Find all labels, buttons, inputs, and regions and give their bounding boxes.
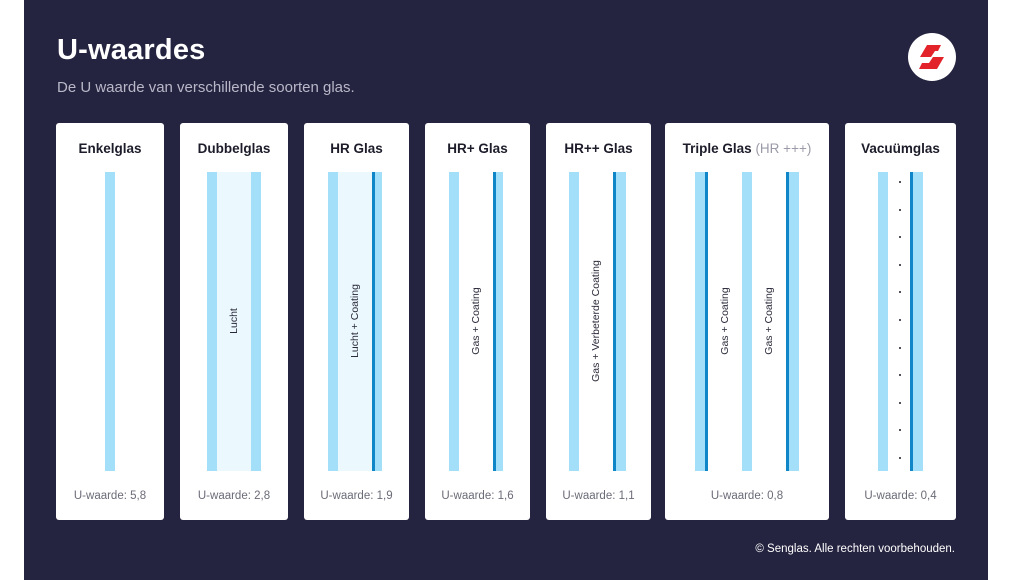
card-hr-plus-plus-glas: HR++ Glas Gas + Verbeterde Coating U-waa…	[546, 123, 651, 520]
coating-layer	[910, 172, 913, 471]
vacuum-spacer-dot	[899, 374, 901, 377]
card-title: HR Glas	[330, 141, 383, 156]
card-title: HR++ Glas	[564, 141, 633, 156]
u-value: U-waarde: 2,8	[197, 490, 271, 502]
card-title: Triple Glas (HR +++)	[665, 141, 829, 156]
vacuum-spacer-dot	[899, 208, 901, 211]
glass-pane	[251, 172, 261, 471]
glass-pane	[207, 172, 217, 471]
u-value: U-waarde: 5,8	[73, 490, 147, 502]
coating-layer	[705, 172, 708, 471]
card-title: Dubbelglas	[197, 141, 271, 156]
u-value: U-waarde: 1,9	[320, 490, 393, 502]
vacuum-spacer-dot	[899, 319, 901, 321]
vacuum-spacer-dot	[899, 291, 901, 294]
vacuum-spacer-dot	[899, 429, 901, 432]
card-title-main: Triple Glas	[682, 141, 752, 156]
card-title: HR+ Glas	[447, 141, 508, 156]
footer-copyright: © Senglas. Alle rechten voorbehouden.	[755, 543, 955, 555]
vacuum-spacer-dot	[899, 346, 901, 349]
cavity-label: Gas + Coating	[719, 287, 731, 355]
vacuum-spacer-dot	[899, 457, 901, 459]
page-subtitle: De U waarde van verschillende soorten gl…	[57, 79, 355, 96]
card-dubbelglas: Dubbelglas Lucht U-waarde: 2,8	[180, 123, 288, 520]
cavity	[337, 172, 373, 471]
senglas-s-logo-icon	[908, 33, 956, 81]
cavity	[216, 172, 252, 471]
vacuum-spacer-dot	[899, 401, 901, 404]
glass-pane	[105, 172, 115, 471]
cavity-label: Gas + Coating	[470, 287, 482, 355]
coating-layer	[493, 172, 496, 471]
glass-pane	[449, 172, 459, 471]
glass-pane	[613, 172, 626, 471]
u-value: U-waarde: 1,6	[441, 490, 514, 502]
glass-pane	[372, 172, 382, 471]
coating-layer	[613, 172, 616, 471]
card-hr-glas: HR Glas Lucht + Coating U-waarde: 1,9	[304, 123, 409, 520]
glass-pane	[786, 172, 799, 471]
u-value: U-waarde: 0,8	[710, 490, 784, 502]
card-vacuumglas: Vacuümglas U-waarde: 0,4	[845, 123, 956, 520]
coating-layer	[372, 172, 375, 471]
glass-pane	[742, 172, 752, 471]
glass-pane	[878, 172, 888, 471]
glass-pane	[910, 172, 923, 471]
card-hr-plus-glas: HR+ Glas Gas + Coating U-waarde: 1,6	[425, 123, 530, 520]
vacuum-spacer-dot	[899, 263, 901, 266]
glass-pane	[328, 172, 338, 471]
cavity-label: Gas + Coating	[763, 287, 775, 355]
u-value: U-waarde: 1,1	[562, 490, 635, 502]
card-triple-glas: Triple Glas (HR +++) Gas + Coating Gas +…	[665, 123, 829, 520]
card-enkelglas: Enkelglas U-waarde: 5,8	[56, 123, 164, 520]
card-title: Vacuümglas	[861, 141, 940, 156]
infographic-panel: U-waardes De U waarde van verschillende …	[24, 0, 988, 580]
glass-pane	[493, 172, 503, 471]
card-title-suffix: (HR +++)	[755, 141, 812, 156]
vacuum-spacer-dot	[899, 236, 901, 239]
glass-pane	[695, 172, 708, 471]
cavity-label: Lucht	[228, 308, 240, 334]
u-value: U-waarde: 0,4	[864, 490, 937, 502]
cavity-label: Gas + Verbeterde Coating	[590, 260, 602, 382]
page-title: U-waardes	[57, 34, 206, 66]
cavity-label: Lucht + Coating	[349, 284, 361, 358]
glass-pane	[569, 172, 579, 471]
card-title: Enkelglas	[78, 141, 142, 156]
vacuum-spacer-dot	[899, 181, 901, 183]
coating-layer	[786, 172, 789, 471]
